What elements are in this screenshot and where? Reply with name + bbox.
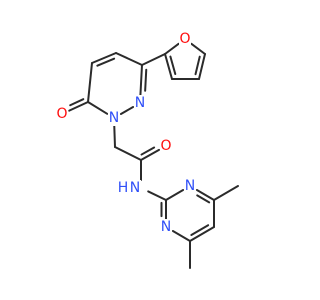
bond-fC2-fC3 <box>198 53 206 80</box>
furan-oxygen-text: O <box>179 31 190 47</box>
bond-fC4-fC5 <box>164 53 173 80</box>
bond-fC5-pC3 <box>141 53 166 66</box>
carbonyl-oxygen-ring-text: O <box>56 106 67 122</box>
bond-qC4-qC5 <box>189 226 215 242</box>
ring-nitrogen-1-label: N <box>108 110 120 126</box>
pyrimidine-nitrogen-2-label-bg <box>160 219 172 235</box>
ring-nitrogen-2-label: N <box>134 95 146 111</box>
amide-nh-label: H <box>117 180 129 196</box>
ring-nitrogen-1-label-bg <box>108 110 120 126</box>
bond-fC4-fC5-second <box>169 55 177 76</box>
pyrimidine-nitrogen-1-text: N <box>185 178 195 194</box>
ring-nitrogen-2-text: N <box>135 95 145 111</box>
furan-oxygen-label-bg <box>179 31 191 47</box>
amide-nh-label-bg <box>117 180 129 196</box>
carbonyl-oxygen-ring-label-bg <box>56 106 68 122</box>
bond-nA-qC2 <box>147 190 167 201</box>
bond-qC6-me6 <box>213 185 239 201</box>
bond-fC5-fO <box>164 42 180 55</box>
bond-cA-oB-second <box>140 146 156 156</box>
bond-pC6-oA-second <box>69 98 85 107</box>
bond-pC3-pC4 <box>115 52 143 66</box>
bond-qC4-qC5-second <box>190 224 210 237</box>
amide-oxygen-label: O <box>160 138 172 154</box>
pyrimidine-nitrogen-2-text: N <box>161 219 171 235</box>
bond-qC6-qN1-second <box>196 194 211 204</box>
bond-pN1-ch2 <box>113 124 116 148</box>
bond-pC4-pC5-second <box>96 57 116 67</box>
pyrimidine-nitrogen-2-label: N <box>160 219 172 235</box>
amide-n-label: N <box>129 180 141 196</box>
bond-fO-fC2 <box>190 42 206 55</box>
bond-ch2-cA <box>114 146 142 161</box>
bond-qN1-qC2 <box>165 189 185 201</box>
amide-nh-text: H <box>118 180 129 196</box>
bond-pC6-oA <box>68 101 89 112</box>
furan-oxygen-label: O <box>179 31 191 47</box>
bond-pC5-pC6 <box>87 62 93 103</box>
amide-n-label-bg <box>129 180 141 196</box>
amide-oxygen-label-bg <box>160 138 172 154</box>
bond-pN1-pN2 <box>119 105 135 116</box>
amide-oxygen-text: O <box>160 138 171 154</box>
ring-nitrogen-2-label-bg <box>134 95 146 111</box>
bond-layer <box>68 42 239 269</box>
amide-n-text: N <box>130 180 140 196</box>
bond-cA-oB <box>140 148 161 161</box>
bond-qN3-qC4 <box>171 230 191 242</box>
bond-pC6-pN1 <box>87 101 109 115</box>
bond-qC6-qN1 <box>195 189 215 201</box>
ring-nitrogen-1-text: N <box>109 110 119 126</box>
bond-pC4-pC5 <box>91 52 117 64</box>
bond-pN2-pC3-second <box>144 68 148 92</box>
pyrimidine-nitrogen-1-label: N <box>184 178 196 194</box>
carbonyl-oxygen-ring-label: O <box>56 106 68 122</box>
bond-pN2-pC3 <box>139 64 143 97</box>
bond-fC2-fC3-second <box>194 55 201 76</box>
pyrimidine-nitrogen-1-label-bg <box>184 178 196 194</box>
